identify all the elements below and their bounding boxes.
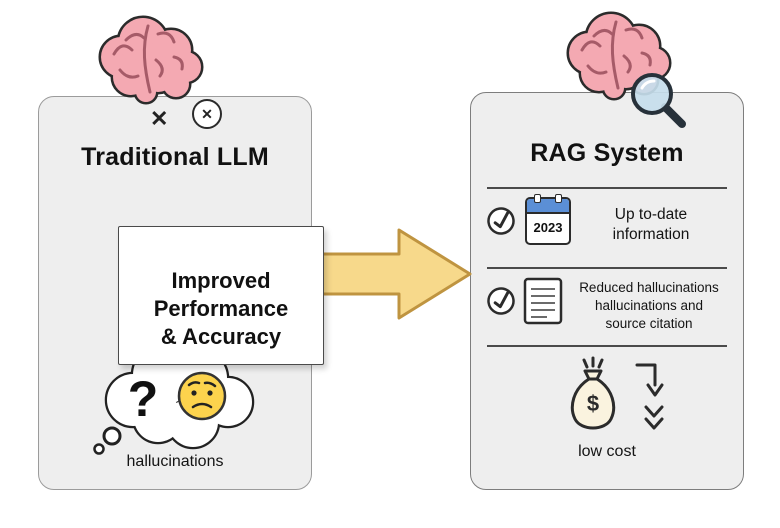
- block-arrow-icon: [302, 228, 472, 320]
- check-icon: [487, 207, 515, 235]
- calendar-icon: 2023: [525, 194, 571, 245]
- x-circle-icon: ✕: [192, 99, 222, 129]
- brain-icon: [98, 15, 204, 105]
- question-mark: ?: [128, 371, 159, 427]
- calendar-ring: [534, 194, 541, 203]
- document-icon: [523, 277, 563, 325]
- calendar-ring: [555, 194, 562, 203]
- down-arrows-icon: [635, 363, 664, 430]
- x-mark: ✕: [150, 106, 169, 131]
- magnifier-icon: [631, 73, 686, 128]
- feature-text-uptodate: Up to-date information: [612, 206, 690, 244]
- thought-bubble-small: [102, 426, 122, 446]
- right-panel-title: RAG System: [530, 139, 684, 167]
- thought-bubble-smaller: [93, 443, 105, 455]
- hallucinations-caption: hallucinations: [126, 453, 224, 470]
- worried-face-icon: [177, 371, 227, 421]
- low-cost-caption: low cost: [578, 443, 636, 460]
- money-bag-icon: $: [570, 356, 616, 430]
- divider: [487, 345, 727, 347]
- divider: [487, 187, 727, 189]
- calendar-year: 2023: [533, 220, 563, 235]
- check-icon: [487, 287, 515, 315]
- rag-system-panel: RAG System 2023 Up to-date information: [470, 92, 744, 490]
- improvement-label-box: Improved Performance & Accuracy: [118, 226, 324, 365]
- calendar-header: [527, 194, 569, 214]
- improvement-label: Improved Performance & Accuracy: [153, 268, 289, 350]
- feature-text-hallucinations: Reduced hallucinations hallucinations an…: [579, 280, 719, 331]
- dollar-sign: $: [587, 391, 599, 416]
- divider: [487, 267, 727, 269]
- left-panel-title: Traditional LLM: [81, 143, 269, 171]
- brain-icon: [566, 11, 686, 128]
